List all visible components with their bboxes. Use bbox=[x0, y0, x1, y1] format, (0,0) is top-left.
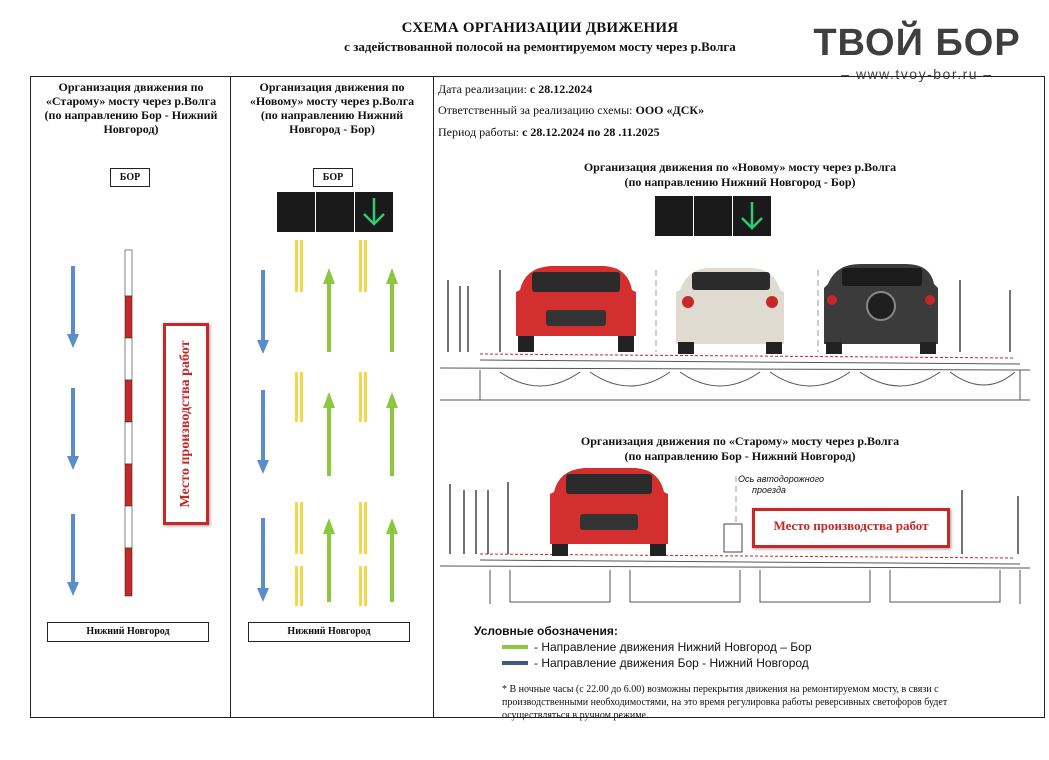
heading-line: Новгород) bbox=[103, 122, 159, 136]
legend-item: - Направление движения Бор - Нижний Новг… bbox=[474, 656, 812, 670]
old-bridge-cross-section bbox=[439, 468, 1031, 604]
legend: Условные обозначения: - Направление движ… bbox=[474, 624, 812, 670]
info-label: Ответственный за реализацию схемы: bbox=[438, 103, 633, 117]
green-arrow-icon bbox=[323, 268, 398, 602]
section-title-line: Организация движения по «Старому» мосту … bbox=[580, 434, 900, 448]
info-period: Период работы: с 28.12.2024 по 28 .11.20… bbox=[438, 125, 660, 140]
heading-line: Организация движения по bbox=[58, 80, 204, 94]
work-zone-label: Место производства работ bbox=[178, 340, 193, 508]
new-bridge-heading: Организация движения по «Новому» мосту ч… bbox=[236, 80, 428, 136]
info-responsible: Ответственный за реализацию схемы: ООО «… bbox=[438, 103, 704, 118]
yellow-lane-markings bbox=[295, 240, 367, 606]
blue-arrow-icon bbox=[67, 266, 79, 596]
brand-logo: ТВОЙ БОР bbox=[813, 22, 1021, 64]
section-title-line: (по направлению Нижний Новгород - Бор) bbox=[624, 175, 856, 189]
info-label: Период работы: bbox=[438, 125, 520, 139]
new-bridge-top-sign: БОР bbox=[313, 168, 353, 187]
info-value: ООО «ДСК» bbox=[635, 103, 705, 117]
legend-label: - Направление движения Бор - Нижний Новг… bbox=[534, 656, 809, 670]
red-car-icon bbox=[516, 266, 636, 352]
brand-site: – www.tvoy-bor.ru – bbox=[841, 66, 993, 82]
axis-label-line: проезда bbox=[752, 485, 786, 495]
axis-label: Ось автодорожного проезда bbox=[738, 474, 824, 496]
new-bridge-section-title: Организация движения по «Новому» мосту ч… bbox=[540, 160, 940, 190]
legend-swatch-green bbox=[502, 645, 528, 649]
note-line: * В ночные часы (с 22.00 до 6.00) возмож… bbox=[502, 684, 939, 695]
beige-car-icon bbox=[676, 268, 784, 354]
info-label: Дата реализации: bbox=[438, 82, 527, 96]
page-subtitle: с задействованной полосой на ремонтируем… bbox=[344, 39, 736, 54]
scheme-frame bbox=[30, 76, 1045, 718]
blue-arrow-icon bbox=[257, 270, 269, 602]
heading-line: «Новому» мосту через р.Волга bbox=[249, 94, 415, 108]
new-bridge-bottom-sign: Нижний Новгород bbox=[248, 622, 410, 642]
brand-watermark: ТВОЙ БОР – www.tvoy-bor.ru – bbox=[804, 22, 1030, 82]
note-line: производственными необходимостями, на эт… bbox=[502, 697, 948, 708]
old-bridge-work-zone: Место производства работ bbox=[163, 323, 209, 525]
old-bridge-top-sign: БОР bbox=[110, 168, 150, 187]
section-title-line: (по направлению Бор - Нижний Новгород) bbox=[624, 449, 856, 463]
red-car-icon bbox=[550, 468, 668, 556]
old-bridge-lane-diagram bbox=[67, 249, 133, 597]
note-line: осуществляться в ручном режиме. bbox=[502, 710, 649, 721]
heading-line: (по направлению Нижний bbox=[260, 108, 404, 122]
bridge-deck bbox=[439, 553, 1031, 604]
info-value: с 28.12.2024 по 28 .11.2025 bbox=[522, 125, 660, 139]
railing-post-icon bbox=[449, 482, 1019, 554]
railing-post-icon bbox=[447, 270, 1011, 352]
green-down-arrow-icon bbox=[363, 198, 385, 226]
old-bridge-bottom-sign: Нижний Новгород bbox=[47, 622, 209, 642]
page-title-block: СХЕМА ОРГАНИЗАЦИИ ДВИЖЕНИЯ с задействова… bbox=[250, 20, 830, 55]
reverse-signal-board bbox=[655, 196, 771, 236]
axis-label-line: Ось автодорожного bbox=[738, 474, 825, 484]
old-bridge-section-work-zone: Место производства работ bbox=[752, 508, 950, 548]
old-bridge-section-title: Организация движения по «Старому» мосту … bbox=[540, 434, 940, 464]
column-divider bbox=[433, 76, 434, 718]
new-bridge-lane-diagram bbox=[257, 240, 398, 606]
section-title-line: Организация движения по «Новому» мосту ч… bbox=[583, 160, 897, 174]
page-title: СХЕМА ОРГАНИЗАЦИИ ДВИЖЕНИЯ bbox=[401, 20, 679, 36]
green-down-arrow-icon bbox=[741, 202, 763, 230]
new-bridge-cross-section bbox=[439, 264, 1031, 401]
legend-swatch-blue bbox=[502, 661, 528, 665]
legend-label: - Направление движения Нижний Новгород –… bbox=[534, 640, 812, 654]
old-bridge-heading: Организация движения по «Старому» мосту … bbox=[36, 80, 226, 136]
legend-item: - Направление движения Нижний Новгород –… bbox=[474, 640, 812, 654]
column-divider bbox=[230, 76, 231, 718]
night-note: * В ночные часы (с 22.00 до 6.00) возмож… bbox=[502, 683, 1002, 722]
striped-barrier bbox=[124, 249, 133, 597]
heading-line: (по направлению Бор - Нижний bbox=[44, 108, 218, 122]
dark-suv-icon bbox=[824, 264, 938, 354]
info-date: Дата реализации: с 28.12.2024 bbox=[438, 82, 592, 97]
heading-line: Организация движения по bbox=[259, 80, 405, 94]
bridge-deck bbox=[439, 353, 1031, 401]
equipment-box bbox=[723, 523, 743, 553]
heading-line: «Старому» мосту через р.Волга bbox=[45, 94, 217, 108]
info-value: с 28.12.2024 bbox=[529, 82, 593, 96]
heading-line: Новгород - Бор) bbox=[289, 122, 375, 136]
legend-heading: Условные обозначения: bbox=[474, 624, 618, 638]
reverse-signal-board bbox=[277, 192, 393, 232]
